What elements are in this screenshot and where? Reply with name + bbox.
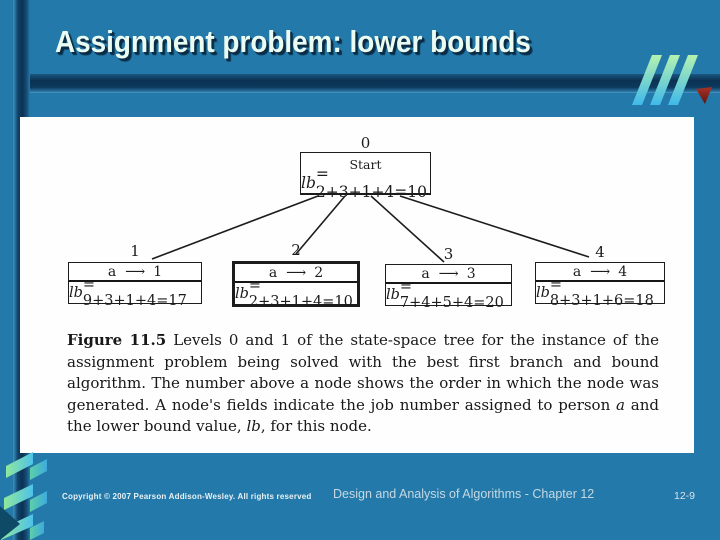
- footer-page-number: 12-9: [674, 490, 696, 502]
- arrow-icon: ⟶: [286, 264, 306, 281]
- arrow-icon: ⟶: [590, 263, 610, 280]
- figure-panel: 0 Start lb = 2+3+1+4=10 1 a ⟶ 1 lb = 9+3…: [20, 117, 694, 453]
- person-label: a: [107, 263, 117, 280]
- ribbon-decoration-icon: [0, 452, 47, 540]
- job-label: 3: [466, 265, 476, 282]
- lb-formula-value: = 9+3+1+4=17: [82, 276, 187, 309]
- node-order-4: 4: [595, 243, 605, 261]
- lb-symbol: lb: [235, 285, 249, 302]
- node-order-3: 3: [443, 245, 454, 263]
- slide-title: Assignment problem: lower bounds: [55, 24, 531, 59]
- figure-caption: Figure 11.5 Levels 0 and 1 of the state-…: [67, 330, 659, 438]
- job-label: 4: [618, 263, 628, 280]
- figure-caption-text: Levels 0 and 1 of the state-space tree f…: [67, 331, 659, 414]
- lb-formula-value: = 2+3+1+4=10: [248, 277, 353, 310]
- arrow-icon: ⟶: [125, 263, 145, 280]
- lb-symbol: lb: [536, 284, 550, 301]
- lb-row: lb = 2+3+1+4=10: [235, 278, 357, 310]
- assignment-row: a ⟶ 3: [386, 265, 511, 284]
- person-label: a: [421, 265, 430, 282]
- node-order-0: 0: [360, 134, 371, 152]
- person-label: a: [572, 263, 582, 280]
- person-label: a: [268, 264, 278, 281]
- tree-node-4: a ⟶ 4 lb = 8+3+1+6=18: [535, 262, 665, 309]
- assignment-row: a ⟶ 2: [235, 264, 357, 283]
- arrow-icon: ⟶: [438, 265, 459, 282]
- node-order-1: 1: [130, 242, 140, 260]
- footer-course-title: Design and Analysis of Algorithms - Chap…: [333, 487, 595, 501]
- job-label: 2: [314, 264, 324, 281]
- lb-symbol: lb: [301, 174, 316, 192]
- root-start-label: Start: [349, 157, 382, 172]
- lb-formula-value: = 2+3+1+4=10: [315, 165, 428, 201]
- lb-symbol: lb: [69, 284, 83, 301]
- assignment-row: a ⟶ 4: [536, 263, 664, 282]
- tree-node-root: Start lb = 2+3+1+4=10: [300, 152, 431, 201]
- lb-row: lb = 8+3+1+6=18: [536, 277, 664, 309]
- assignment-row: a ⟶ 1: [69, 263, 201, 282]
- lb-formula-value: = 8+3+1+6=18: [549, 276, 654, 309]
- footer-copyright: Copyright © 2007 Pearson Addison-Wesley.…: [62, 492, 312, 501]
- figure-caption-text: and the lower bound value,: [67, 395, 659, 436]
- tree-node-1: a ⟶ 1 lb = 9+3+1+4=17: [68, 262, 202, 309]
- person-symbol: a: [616, 395, 625, 414]
- lb-symbol: lb: [246, 417, 261, 435]
- job-label: 1: [153, 263, 163, 280]
- figure-caption-text: , for this node.: [260, 417, 372, 435]
- node-order-2: 2: [291, 241, 301, 259]
- tree-node-3: a ⟶ 3 lb = 7+4+5+4=20: [385, 264, 512, 311]
- lb-row: lb = 7+4+5+4=20: [386, 279, 511, 311]
- lb-formula-value: = 7+4+5+4=20: [399, 278, 504, 311]
- tree-node-2: a ⟶ 2 lb = 2+3+1+4=10: [232, 261, 360, 310]
- root-lb-formula: lb = 2+3+1+4=10: [301, 165, 430, 201]
- figure-caption-label: Figure 11.5: [67, 331, 167, 349]
- title-divider-bar: [20, 74, 720, 93]
- lb-row: lb = 9+3+1+4=17: [69, 277, 201, 309]
- lb-symbol: lb: [386, 286, 400, 303]
